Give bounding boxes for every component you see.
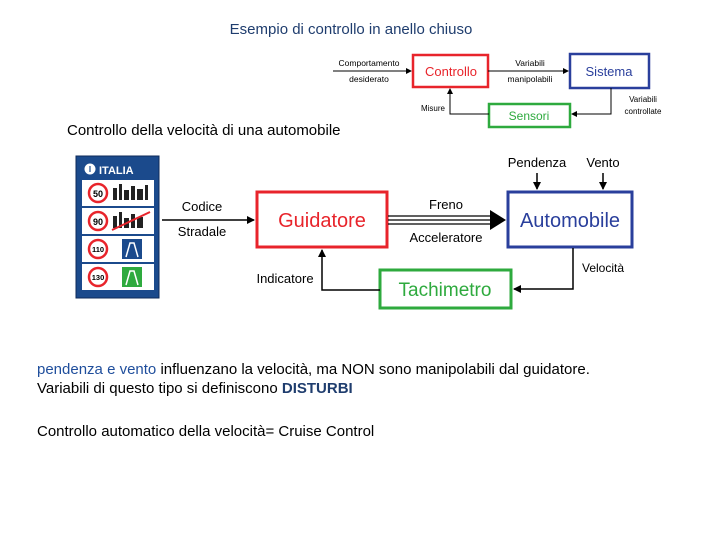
sensori-label: Sensori [509,109,550,123]
controllo-label: Controllo [425,64,477,79]
diagram-subtitle: Controllo della velocità di una automobi… [67,122,341,139]
freno-label: Freno [429,197,463,212]
var-manip-label-1: Variabili [515,58,545,68]
svg-text:I: I [89,165,91,174]
automobile-box [506,190,634,249]
out-label-1: Variabili [629,95,657,104]
vento-label: Vento [586,155,619,170]
automobile-label: Automobile [520,210,620,232]
sign-header: ITALIA [99,165,134,177]
misure-label: Misure [421,104,446,113]
velocita-label: Velocità [582,261,624,275]
cruise-control-note: Controllo automatico della velocità= Cru… [37,423,375,440]
input-label-2: desiderato [349,74,389,84]
sistema-box [568,52,651,90]
speed-90: 90 [93,217,103,227]
sistema-label: Sistema [586,64,634,79]
var-manip-label-2: manipolabili [508,74,553,84]
disturbi-keyword: DISTURBI [281,380,353,397]
guidatore-box [255,190,389,249]
italy-speed-sign: I ITALIA 50 90 110 130 [75,155,160,299]
pendenza-label: Pendenza [508,155,567,170]
input-label-1: Comportamento [339,58,400,68]
out-label-2: controllate [625,107,662,116]
p2-start: Variabili di questo tipo si definiscono [37,380,282,397]
codice-label: Codice [182,199,222,214]
acceleratore-label: Acceleratore [410,230,483,245]
page-title: Esempio di controllo in anello chiuso [229,21,473,38]
generic-loop: Comportamento desiderato Controllo Varia… [333,52,662,129]
car-loop: Codice Stradale Guidatore Freno Accelera… [162,155,634,310]
guidatore-label: Guidatore [278,210,366,232]
tachimetro-label: Tachimetro [399,280,492,301]
closed-loop-diagram: Comportamento desiderato Controllo Varia… [75,52,662,310]
disturbance-explanation: pendenza e vento influenzano la velocità… [37,360,687,398]
speed-50: 50 [93,189,103,199]
stradale-label: Stradale [178,224,226,239]
tachimetro-box [378,268,513,310]
speed-110: 110 [92,245,104,254]
highlight-disturbances: pendenza e vento [37,361,157,378]
indicatore-label: Indicatore [256,271,313,286]
sensori-box [487,102,572,129]
speed-130: 130 [92,273,105,282]
p1-rest: influenzano la velocità, ma NON sono man… [156,361,590,378]
